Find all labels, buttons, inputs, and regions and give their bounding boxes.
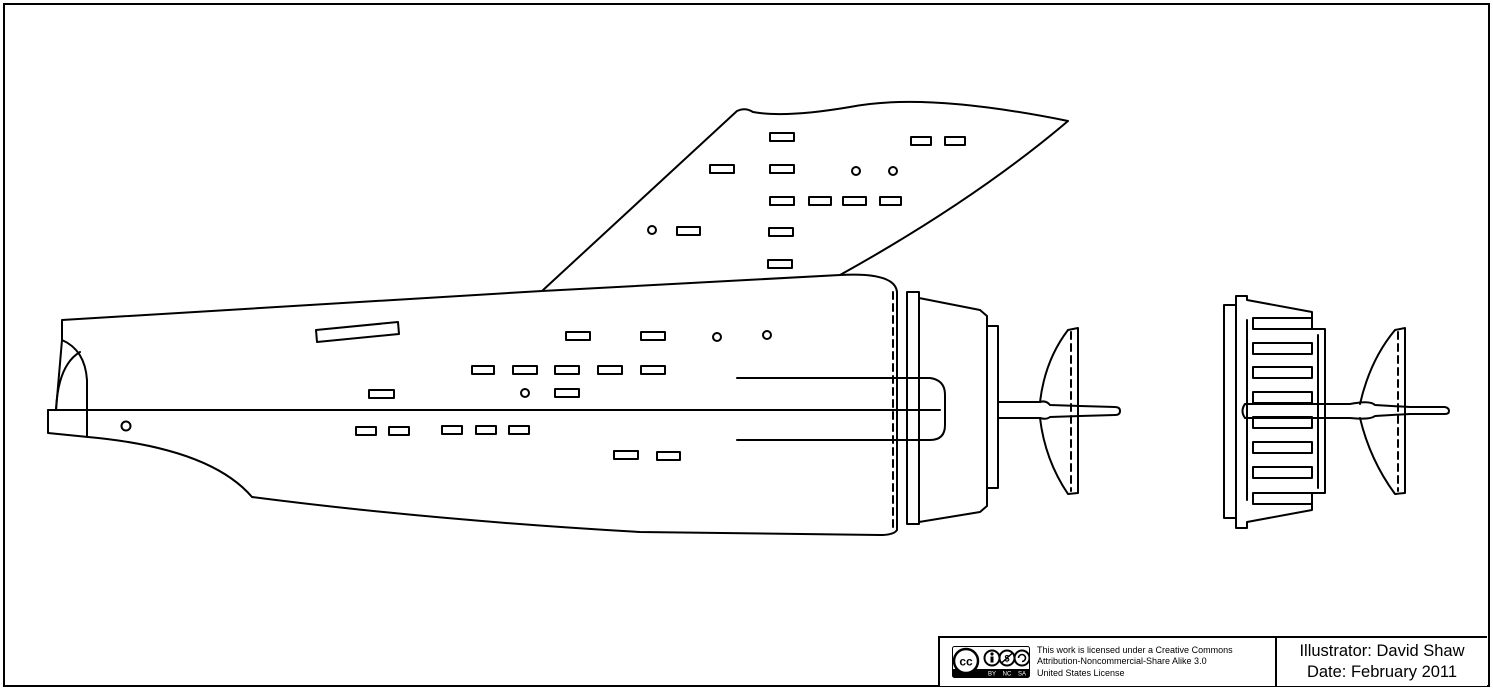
license-line-1: This work is licensed under a Creative C… — [1037, 644, 1233, 655]
illustrator-credit: Illustrator: David Shaw — [1299, 642, 1465, 660]
fuselage-outline — [47, 273, 898, 536]
engine-side-view — [906, 291, 1121, 525]
vertical-stabilizer — [541, 100, 1069, 292]
rear-propeller-shaft — [1241, 401, 1450, 420]
cc-logo-text: cc — [959, 655, 973, 669]
propeller-shaft — [997, 400, 1121, 420]
nose-canopy-inner — [55, 351, 81, 411]
credit-cell: Illustrator: David Shaw Date: February 2… — [1277, 638, 1487, 686]
license-line-3: United States License — [1037, 667, 1125, 678]
badge-label-sa: SA — [1018, 672, 1026, 678]
title-block: cc $ BY NC SA This work is licensed unde… — [938, 636, 1487, 686]
propeller-blade — [1039, 327, 1079, 495]
creative-commons-badge-icon: cc $ BY NC SA — [952, 646, 1030, 678]
badge-label-by: BY — [988, 672, 996, 678]
license-text: This work is licensed under a Creative C… — [1037, 645, 1233, 680]
nose-canopy — [61, 339, 88, 438]
badge-label-nc: NC — [1003, 672, 1012, 678]
license-line-2: Attribution-Noncommercial-Share Alike 3.… — [1037, 656, 1207, 667]
top-panel-slot — [315, 321, 400, 343]
nose-rivet — [120, 420, 132, 432]
drawing-border — [3, 3, 1490, 687]
fuselage-access-panels — [355, 330, 772, 461]
license-cell: cc $ BY NC SA This work is licensed unde… — [940, 638, 1277, 686]
date-credit: Date: February 2011 — [1306, 663, 1458, 681]
fuselage-side-view — [47, 100, 1069, 536]
engine-rear-view — [1223, 295, 1450, 529]
tail-fairing — [736, 377, 946, 441]
fin-access-panels — [647, 132, 966, 269]
rear-propeller-blade — [1359, 327, 1406, 495]
